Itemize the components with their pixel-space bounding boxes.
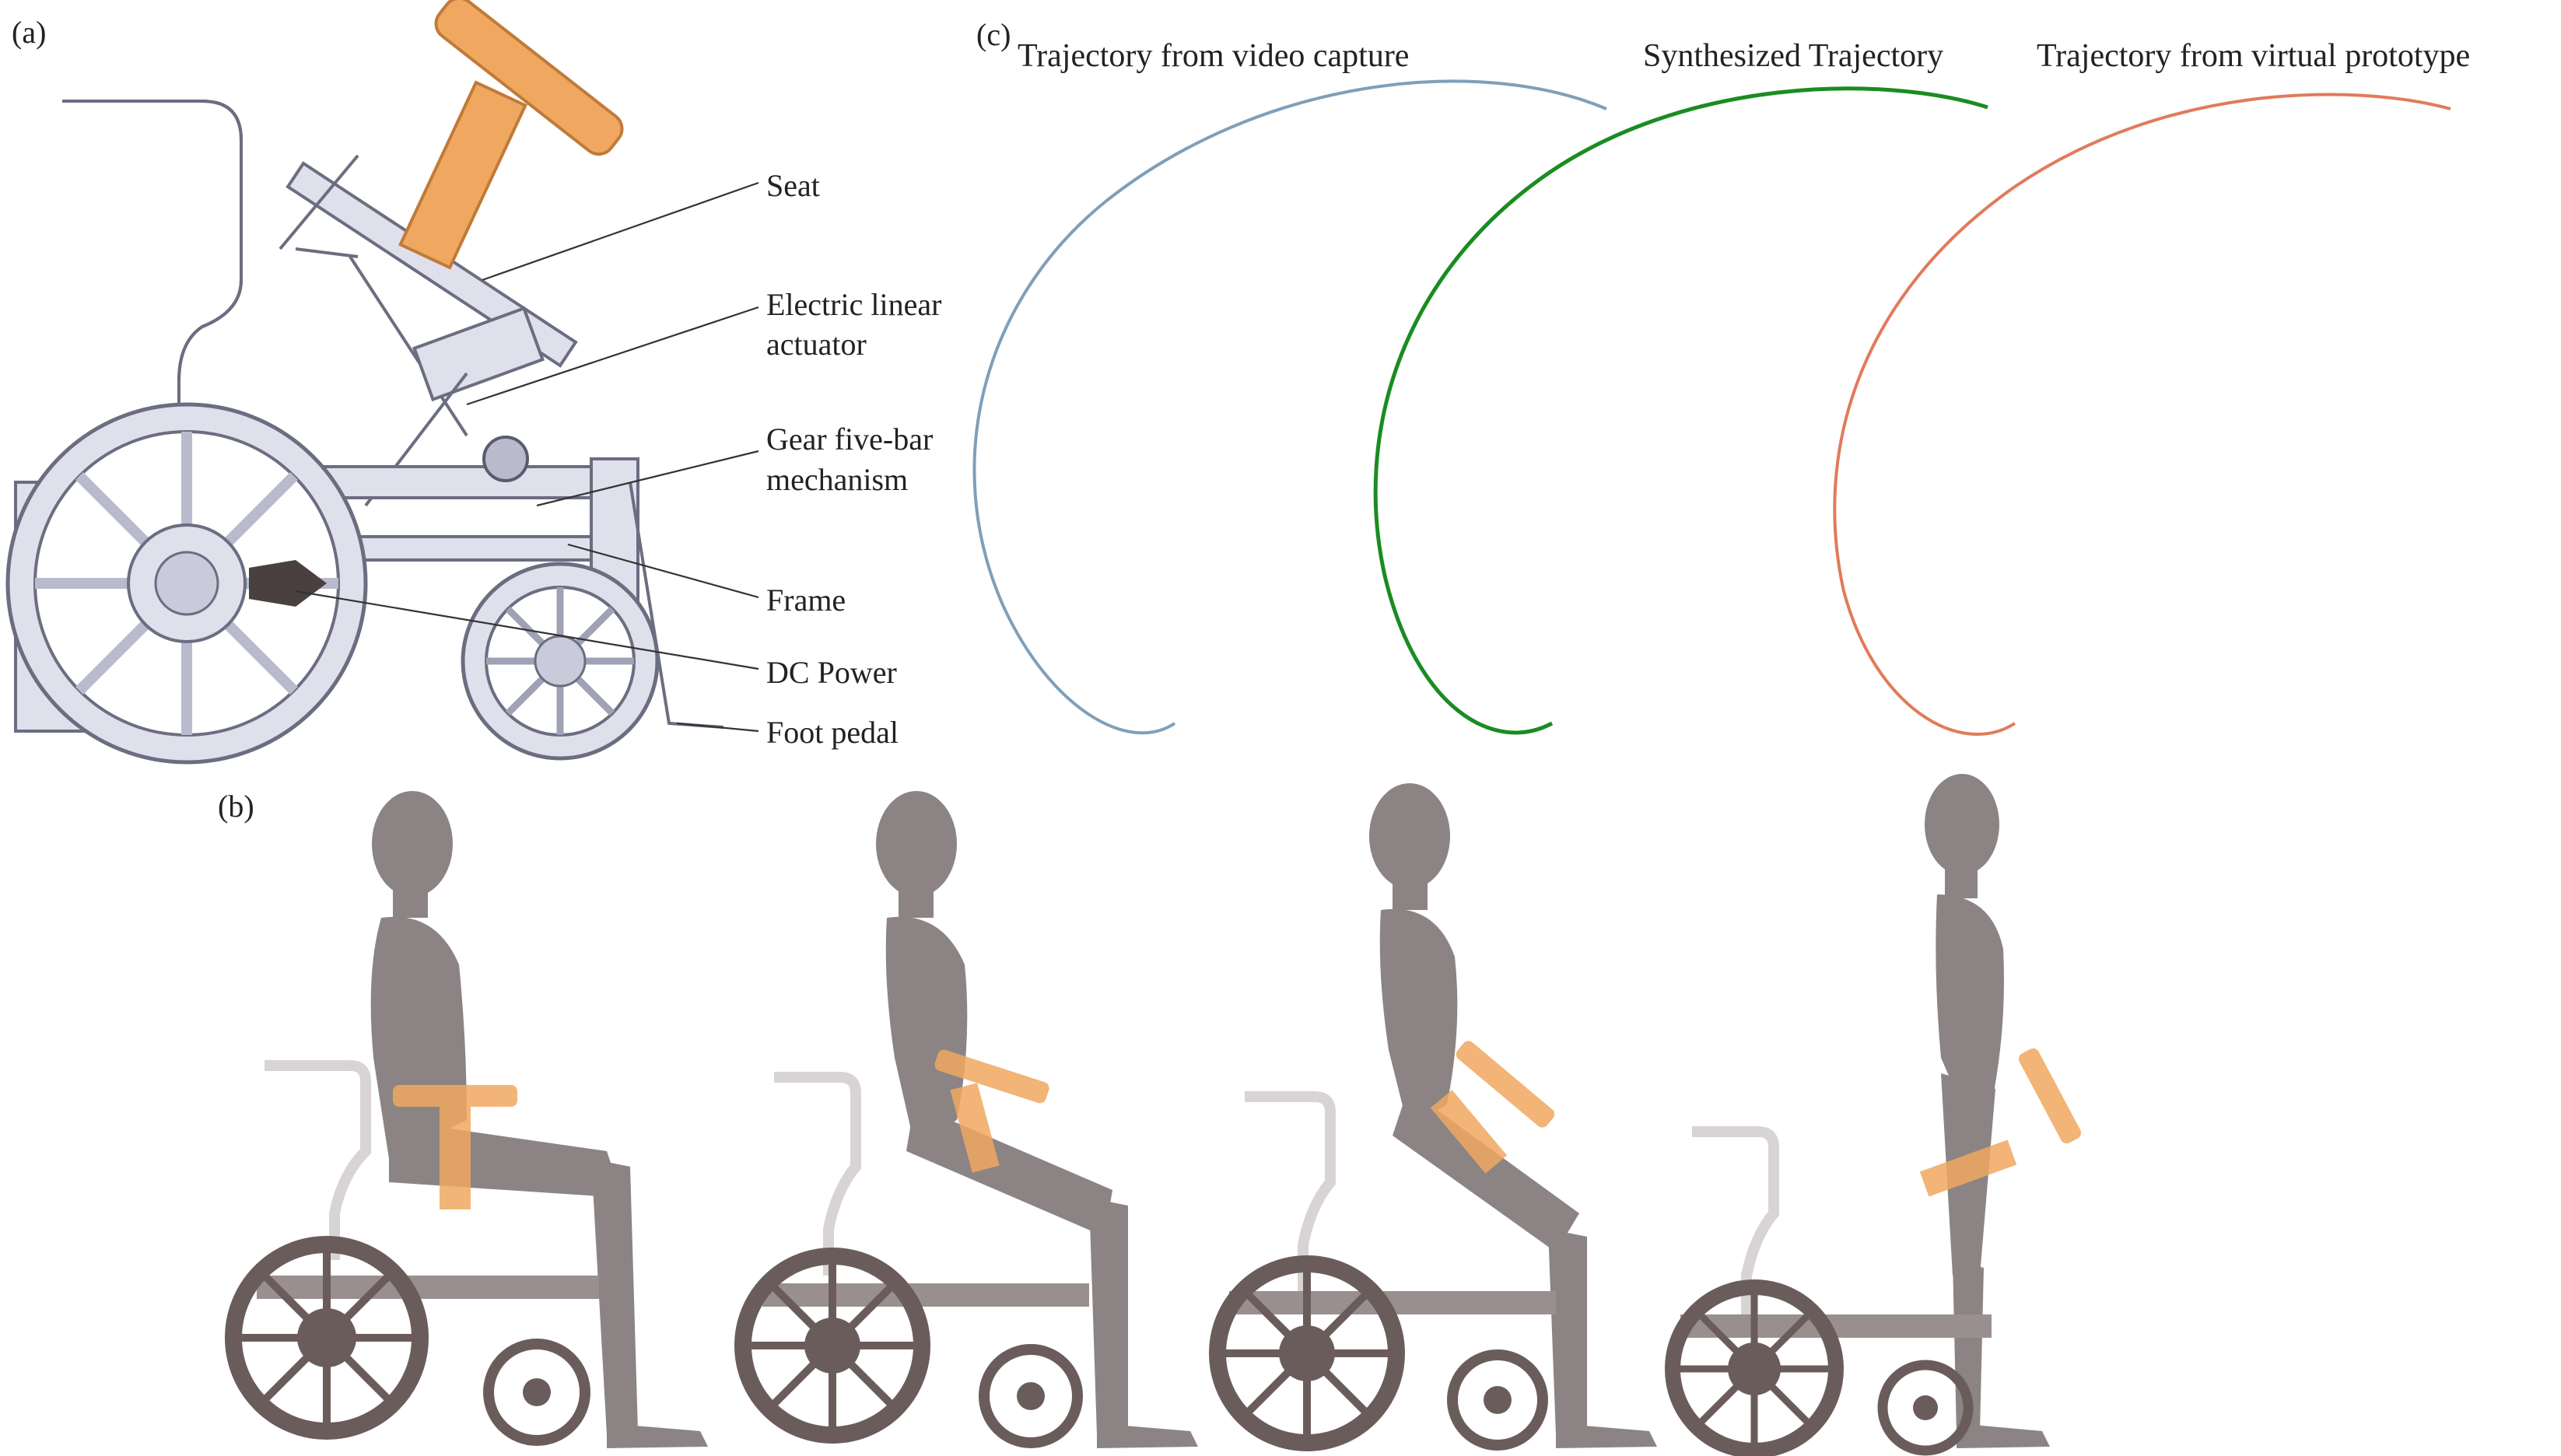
callout-labels: Seat Electric linear actuator Gear five-… xyxy=(766,168,941,750)
posture-rising-2 xyxy=(1209,783,1657,1451)
gear-wheel xyxy=(482,436,529,482)
cad-wheelchair-model xyxy=(5,0,724,765)
posture-sitting xyxy=(225,791,708,1448)
rear-wheel xyxy=(5,402,368,765)
linkage-bar-2 xyxy=(349,255,468,437)
trajectory-panel: Trajectory from video capture Synthesize… xyxy=(972,38,2470,736)
trajectory-title-virtual: Trajectory from virtual prototype xyxy=(2037,38,2470,74)
wheelchair-handle xyxy=(265,1060,371,1260)
human-figure xyxy=(876,791,1198,1448)
trajectory-curve-synthesized xyxy=(1373,86,1988,735)
posture-rising-1 xyxy=(734,791,1198,1448)
callout-gear-line1: Gear five-bar xyxy=(766,422,933,457)
actuator-body xyxy=(412,306,545,402)
wheelchair-body xyxy=(1209,1255,1556,1451)
sit-to-stand-sequence xyxy=(225,774,2082,1456)
dc-power-block xyxy=(249,560,327,607)
callout-actuator-line1: Electric linear xyxy=(766,287,941,322)
wheelchair-body xyxy=(734,1248,1089,1448)
panel-label-c: (c) xyxy=(976,17,1011,52)
front-wheel xyxy=(461,562,660,761)
seat-t-shape xyxy=(398,0,624,270)
linkage-bar-1 xyxy=(295,247,359,258)
wheelchair-handle xyxy=(774,1072,861,1276)
callout-frame: Frame xyxy=(766,583,846,618)
seat-t-shape xyxy=(934,1049,1049,1173)
panel-label-b: (b) xyxy=(218,789,254,824)
push-handle-outline xyxy=(62,100,243,404)
human-figure xyxy=(1925,774,2050,1448)
wheelchair-handle xyxy=(1692,1126,1779,1314)
human-figure xyxy=(1369,783,1657,1448)
callout-gear-line2: mechanism xyxy=(766,462,908,497)
wheelchair-body xyxy=(1665,1279,1992,1456)
trajectory-curve-virtual xyxy=(1833,93,2451,736)
push-handle xyxy=(62,100,243,404)
callout-leaders xyxy=(295,181,759,733)
callout-seat: Seat xyxy=(766,168,820,203)
seat-t-shape xyxy=(393,1085,517,1209)
seat-t-shape xyxy=(1430,1041,1555,1174)
linkage-bar-3 xyxy=(279,154,359,250)
posture-standing xyxy=(1665,774,2082,1456)
trajectory-title-synthesized: Synthesized Trajectory xyxy=(1643,38,1943,74)
trajectory-curve-video xyxy=(972,79,1607,735)
trajectory-title-video: Trajectory from video capture xyxy=(1018,38,1409,74)
wheelchair-body xyxy=(225,1236,599,1446)
seat-t-shape xyxy=(1919,1048,2082,1197)
callout-dc-power: DC Power xyxy=(766,655,897,690)
panel-label-a: (a) xyxy=(12,15,46,50)
wheelchair-handle xyxy=(1245,1091,1336,1291)
callout-actuator-line2: actuator xyxy=(766,327,867,362)
callout-foot-pedal: Foot pedal xyxy=(766,715,899,750)
